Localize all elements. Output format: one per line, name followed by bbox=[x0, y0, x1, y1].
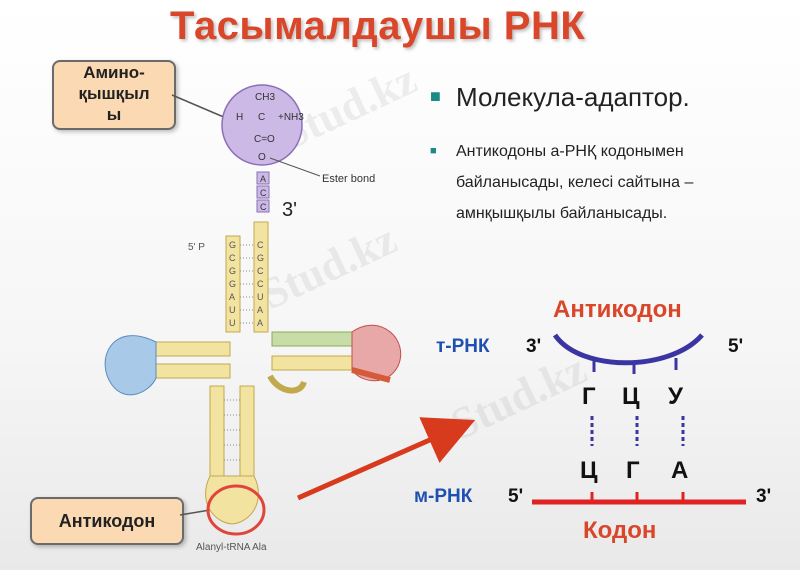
watermark-text: Stud.kz bbox=[254, 214, 404, 319]
aa-carbonyl-text: C=O bbox=[254, 134, 275, 145]
variable-loop bbox=[267, 374, 307, 394]
stem-base: U bbox=[229, 318, 236, 328]
stem-base: C bbox=[257, 266, 264, 276]
stem-base: C bbox=[257, 279, 264, 289]
trna-caption: Alanyl-tRNA Ala bbox=[196, 542, 267, 553]
stem-base: C bbox=[229, 253, 236, 263]
bullet-item-2: ■ Антикодоны а-РНҚ кодонымен байланысады… bbox=[430, 136, 770, 229]
codon-base: Ц bbox=[580, 457, 598, 484]
stem-base: U bbox=[229, 305, 236, 315]
three-prime-label: 3' bbox=[282, 199, 297, 221]
stem-base: G bbox=[257, 253, 264, 263]
zoom-arrow bbox=[296, 417, 476, 501]
amino-acid-callout: Амино- қышқыл ы bbox=[52, 60, 176, 130]
anticodon-highlight-circle bbox=[206, 484, 266, 536]
ester-bond-label: Ester bond bbox=[322, 173, 375, 185]
aa-nh3-text: +NH3 bbox=[278, 112, 304, 123]
trna-3prime: 3' bbox=[526, 336, 541, 357]
anticodon-title: Антикодон bbox=[553, 296, 682, 323]
stem-base: U bbox=[257, 292, 264, 302]
amino-acid-label-line2: қышқыл bbox=[78, 84, 150, 103]
mrna-3prime: 3' bbox=[756, 486, 771, 507]
acceptor-base: C bbox=[260, 188, 267, 198]
stem-base: A bbox=[257, 305, 263, 315]
stem-base: G bbox=[229, 279, 236, 289]
codon-base: Г bbox=[626, 457, 640, 484]
t-arm bbox=[271, 324, 402, 383]
bullet-item-1: ■ Молекула-адаптор. bbox=[430, 82, 690, 113]
five-prime-p-label: 5' P bbox=[188, 242, 205, 253]
aa-h-text: H bbox=[236, 112, 243, 123]
anticodon-callout: Антикодон bbox=[30, 497, 184, 545]
acceptor-base: A bbox=[260, 174, 266, 184]
trna-5prime: 5' bbox=[728, 336, 743, 357]
codon-base: А bbox=[671, 457, 688, 484]
anticodon-stem bbox=[205, 385, 259, 525]
bullet-square-icon: ■ bbox=[430, 86, 441, 106]
mrna-label: м-РНК bbox=[414, 486, 473, 507]
acceptor-end: A C C bbox=[256, 171, 270, 213]
trna-label: т-РНК bbox=[436, 336, 490, 357]
stem-base: G bbox=[229, 240, 236, 250]
anticodon-base: Г bbox=[582, 383, 596, 410]
amino-acid-label-line3: ы bbox=[106, 105, 122, 124]
amino-acid-label-line1: Амино- bbox=[83, 63, 145, 82]
stem-base: A bbox=[229, 292, 235, 302]
anticodon-callout-pointer bbox=[179, 509, 211, 516]
amino-acid-group: CH3 H C +NH3 C=O O bbox=[221, 84, 304, 166]
page-title: Тасымалдаушы РНК bbox=[170, 4, 586, 48]
aa-ch3-text: CH3 bbox=[255, 92, 275, 103]
watermark-text: Stud.kz bbox=[444, 344, 594, 449]
aa-c-text: C bbox=[258, 112, 265, 123]
anticodon-base: У bbox=[668, 383, 684, 410]
ester-bond-pointer bbox=[269, 157, 321, 177]
mrna-5prime: 5' bbox=[508, 486, 523, 507]
stem-base: C bbox=[257, 240, 264, 250]
acceptor-stem: G C G G A U U C G C C U A A bbox=[225, 221, 269, 333]
bullet-square-icon: ■ bbox=[430, 145, 437, 157]
stem-base: A bbox=[257, 318, 263, 328]
anticodon-base: Ц bbox=[622, 383, 640, 410]
codon-title: Кодон bbox=[583, 517, 656, 544]
aa-o-text: O bbox=[258, 152, 266, 163]
bullet-item-1-text: Молекула-адаптор. bbox=[456, 82, 690, 112]
codon-pairing-diagram: Антикодон т-РНК 3' 5' Г Ц У Ц Г А м-РНК … bbox=[414, 296, 771, 544]
stem-base: G bbox=[229, 266, 236, 276]
d-arm bbox=[104, 335, 231, 396]
trna-curve bbox=[552, 333, 704, 366]
acceptor-base: C bbox=[260, 202, 267, 212]
amino-callout-pointer bbox=[171, 94, 227, 119]
bullet-item-2-text: Антикодоны а-РНҚ кодонымен байланысады, … bbox=[456, 143, 694, 222]
